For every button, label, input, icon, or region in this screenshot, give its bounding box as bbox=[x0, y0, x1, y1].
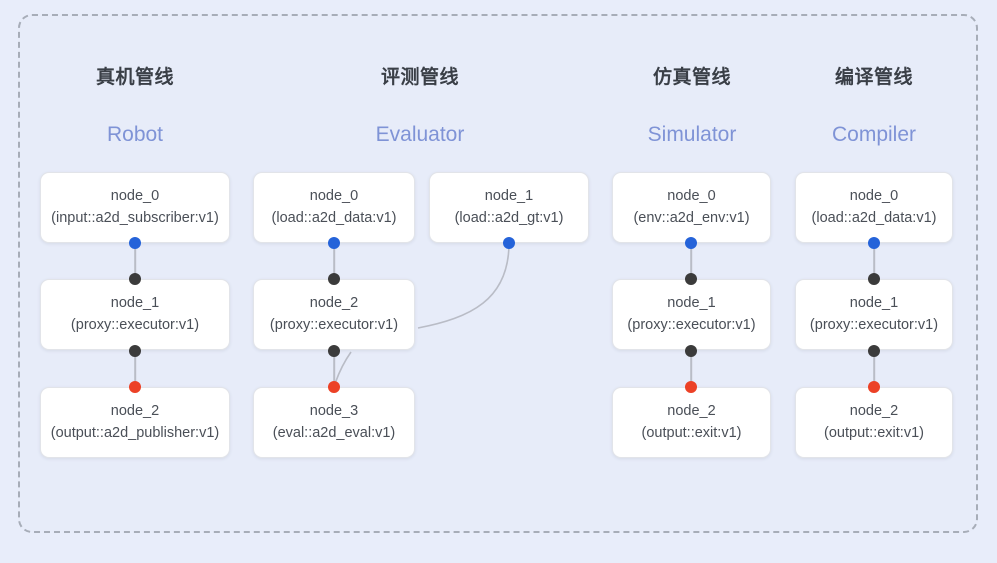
column-subtitle-compiler: Compiler bbox=[831, 123, 917, 146]
column-title-robot: 真机管线 bbox=[95, 67, 174, 88]
node-type: (output::exit:v1) bbox=[641, 424, 742, 441]
port-in-compiler-1[interactable] bbox=[868, 273, 880, 285]
port-in-evaluator-2[interactable] bbox=[328, 273, 340, 285]
column-title-simulator: 仿真管线 bbox=[652, 67, 731, 88]
port-out-robot-1[interactable] bbox=[129, 345, 141, 357]
node-type: (input::a2d_subscriber:v1) bbox=[51, 209, 219, 226]
node-simulator-1[interactable]: node_1 (proxy::executor:v1) bbox=[612, 279, 771, 350]
node-name: node_1 bbox=[110, 295, 160, 312]
port-out-compiler-0[interactable] bbox=[868, 237, 880, 249]
node-compiler-0[interactable]: node_0 (load::a2d_data:v1) bbox=[795, 172, 953, 243]
node-evaluator-1[interactable]: node_1 (load::a2d_gt:v1) bbox=[429, 172, 589, 243]
port-out-compiler-1[interactable] bbox=[868, 345, 880, 357]
node-type: (proxy::executor:v1) bbox=[627, 316, 756, 333]
edge-simulator-0-1 bbox=[690, 243, 692, 279]
node-compiler-2[interactable]: node_2 (output::exit:v1) bbox=[795, 387, 953, 458]
edge-robot-0-1 bbox=[134, 243, 136, 279]
column-subtitle-simulator: Simulator bbox=[647, 123, 737, 146]
node-name: node_0 bbox=[309, 188, 359, 205]
edge-evaluator-0-2 bbox=[333, 243, 335, 279]
port-out-evaluator-1[interactable] bbox=[503, 237, 515, 249]
node-name: node_1 bbox=[484, 188, 534, 205]
edge-simulator-1-2 bbox=[690, 351, 692, 387]
edge-compiler-1-2 bbox=[873, 351, 875, 387]
port-in-compiler-2[interactable] bbox=[868, 381, 880, 393]
node-type: (load::a2d_data:v1) bbox=[811, 209, 937, 226]
node-type: (eval::a2d_eval:v1) bbox=[272, 424, 396, 441]
node-type: (load::a2d_data:v1) bbox=[271, 209, 397, 226]
node-name: node_1 bbox=[667, 295, 716, 312]
node-name: node_0 bbox=[849, 188, 899, 205]
edge-robot-1-2 bbox=[134, 351, 136, 387]
node-name: node_2 bbox=[849, 403, 899, 420]
node-type: (proxy::executor:v1) bbox=[809, 316, 939, 333]
node-evaluator-3[interactable]: node_3 (eval::a2d_eval:v1) bbox=[253, 387, 415, 458]
port-out-robot-0[interactable] bbox=[129, 237, 141, 249]
node-name: node_2 bbox=[110, 403, 160, 420]
column-subtitle-robot: Robot bbox=[106, 123, 164, 146]
node-name: node_1 bbox=[849, 295, 899, 312]
node-evaluator-0[interactable]: node_0 (load::a2d_data:v1) bbox=[253, 172, 415, 243]
port-in-simulator-1[interactable] bbox=[685, 273, 697, 285]
column-title-compiler: 编译管线 bbox=[834, 67, 913, 88]
node-name: node_2 bbox=[667, 403, 716, 420]
node-type: (env::a2d_env:v1) bbox=[633, 209, 750, 226]
node-simulator-2[interactable]: node_2 (output::exit:v1) bbox=[612, 387, 771, 458]
node-simulator-0[interactable]: node_0 (env::a2d_env:v1) bbox=[612, 172, 771, 243]
port-out-simulator-1[interactable] bbox=[685, 345, 697, 357]
node-evaluator-2[interactable]: node_2 (proxy::executor:v1) bbox=[253, 279, 415, 350]
node-robot-0[interactable]: node_0 (input::a2d_subscriber:v1) bbox=[40, 172, 230, 243]
node-type: (load::a2d_gt:v1) bbox=[454, 209, 564, 226]
node-type: (proxy::executor:v1) bbox=[70, 316, 200, 333]
column-subtitle-evaluator: Evaluator bbox=[375, 123, 465, 146]
port-out-evaluator-0[interactable] bbox=[328, 237, 340, 249]
port-out-simulator-0[interactable] bbox=[685, 237, 697, 249]
node-robot-2[interactable]: node_2 (output::a2d_publisher:v1) bbox=[40, 387, 230, 458]
node-name: node_0 bbox=[110, 188, 160, 205]
port-in-robot-1[interactable] bbox=[129, 273, 141, 285]
node-name: node_3 bbox=[309, 403, 359, 420]
node-name: node_2 bbox=[309, 295, 359, 312]
port-in-simulator-2[interactable] bbox=[685, 381, 697, 393]
node-type: (output::exit:v1) bbox=[824, 424, 924, 441]
node-type: (proxy::executor:v1) bbox=[269, 316, 399, 333]
column-title-evaluator: 评测管线 bbox=[380, 67, 459, 88]
port-out-evaluator-2[interactable] bbox=[328, 345, 340, 357]
edge-compiler-0-1 bbox=[873, 243, 875, 279]
port-in-robot-2[interactable] bbox=[129, 381, 141, 393]
node-type: (output::a2d_publisher:v1) bbox=[50, 424, 220, 441]
port-in-evaluator-3[interactable] bbox=[328, 381, 340, 393]
node-name: node_0 bbox=[667, 188, 716, 205]
node-robot-1[interactable]: node_1 (proxy::executor:v1) bbox=[40, 279, 230, 350]
node-compiler-1[interactable]: node_1 (proxy::executor:v1) bbox=[795, 279, 953, 350]
